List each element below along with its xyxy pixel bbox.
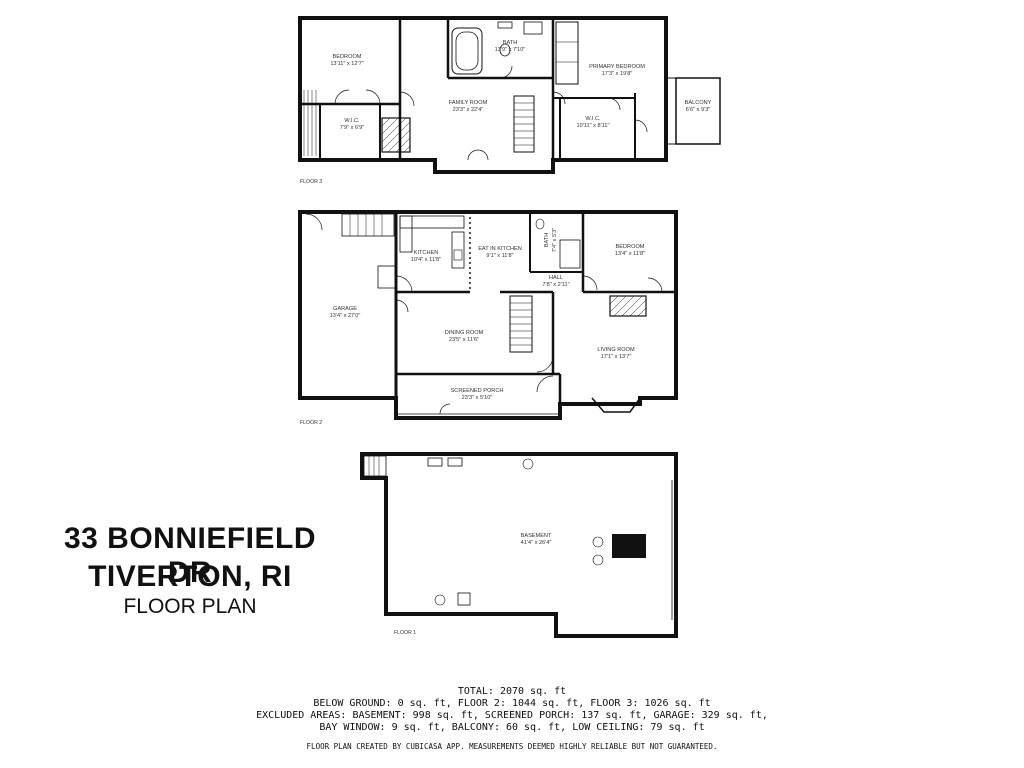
room-f2-eat-in-kitchen-name: EAT IN KITCHEN [478, 246, 522, 252]
room-f3-wic-1-size: 7'9" x 6'9" [340, 125, 364, 131]
floor-3-label: FLOOR 3 [300, 179, 322, 185]
room-f2-hall-size: 7'8" x 2'11" [542, 282, 569, 288]
room-f3-wic-2-size: 10'11" x 8'11" [577, 123, 610, 129]
room-f3-family-room-size: 23'3" x 22'4" [453, 107, 484, 113]
floor-plan-subtitle: FLOOR PLAN [123, 595, 257, 618]
floor-2-label: FLOOR 2 [300, 420, 322, 426]
room-f2-bedroom-size: 13'4" x 11'8" [615, 251, 645, 257]
room-f2-screened-porch-name: SCREENED PORCH [451, 388, 504, 394]
room-f2-bath-name: BATH [544, 233, 550, 248]
room-f2-bedroom-name: BEDROOM [616, 244, 645, 250]
room-f2-living-room-name: LIVING ROOM [597, 347, 635, 353]
room-f3-bath-name: BATH [503, 40, 518, 46]
floor-areas: BELOW GROUND: 0 sq. ft, FLOOR 2: 1044 sq… [313, 698, 711, 709]
room-f1-basement-size: 41'4" x 26'4" [521, 540, 552, 546]
room-f3-balcony-name: BALCONY [685, 100, 712, 106]
address-line-1: 33 BONNIEFIELD DR [63, 522, 317, 589]
room-f3-bath-size: 13'9" x 7'10" [495, 47, 526, 53]
room-f3-bedroom-name: BEDROOM [333, 54, 362, 60]
room-f3-wic-2-name: W.I.C. [585, 116, 601, 122]
floor-1-label: FLOOR 1 [394, 630, 416, 636]
floor-2-plan [298, 210, 678, 420]
room-f2-dining-room-size: 23'5" x 11'6" [449, 337, 479, 343]
room-f2-kitchen-size: 10'4" x 11'8" [411, 257, 441, 263]
room-f2-garage-size: 13'4" x 27'0" [330, 313, 361, 319]
room-f3-wic-1-name: W.I.C. [344, 118, 360, 124]
room-f2-eat-in-kitchen-size: 9'1" x 11'8" [486, 253, 513, 259]
room-f2-bath-size: 7'4" x 5'3" [552, 228, 558, 252]
room-f3-balcony-size: 6'6" x 9'3" [686, 107, 710, 113]
address-line-2: TIVERTON, RI [88, 560, 292, 593]
room-f1-basement-name: BASEMENT [521, 533, 552, 539]
room-f2-kitchen-name: KITCHEN [414, 250, 439, 256]
excluded-areas-continued: BAY WINDOW: 9 sq. ft, BALCONY: 60 sq. ft… [319, 722, 705, 733]
room-f2-living-room-size: 17'1" x 13'7" [601, 354, 632, 360]
room-f3-primary-bedroom-name: PRIMARY BEDROOM [589, 64, 645, 70]
total-area: TOTAL: 2070 sq. ft [457, 686, 567, 697]
room-f2-garage-name: GARAGE [333, 306, 357, 312]
room-f2-dining-room-name: DINING ROOM [445, 330, 484, 336]
room-f2-hall-name: HALL [549, 275, 563, 281]
disclaimer: FLOOR PLAN CREATED BY CUBICASA APP. MEAS… [306, 742, 718, 751]
excluded-areas: EXCLUDED AREAS: BASEMENT: 998 sq. ft, SC… [256, 710, 768, 721]
room-f3-family-room-name: FAMILY ROOM [449, 100, 488, 106]
floor-3-plan [298, 16, 721, 174]
room-f3-primary-bedroom-size: 17'3" x 19'8" [602, 71, 633, 77]
room-f3-bedroom-size: 13'11" x 12'7" [330, 61, 363, 67]
floor-1-plan [360, 452, 678, 638]
room-f2-screened-porch-size: 23'3" x 5'10" [462, 395, 493, 401]
